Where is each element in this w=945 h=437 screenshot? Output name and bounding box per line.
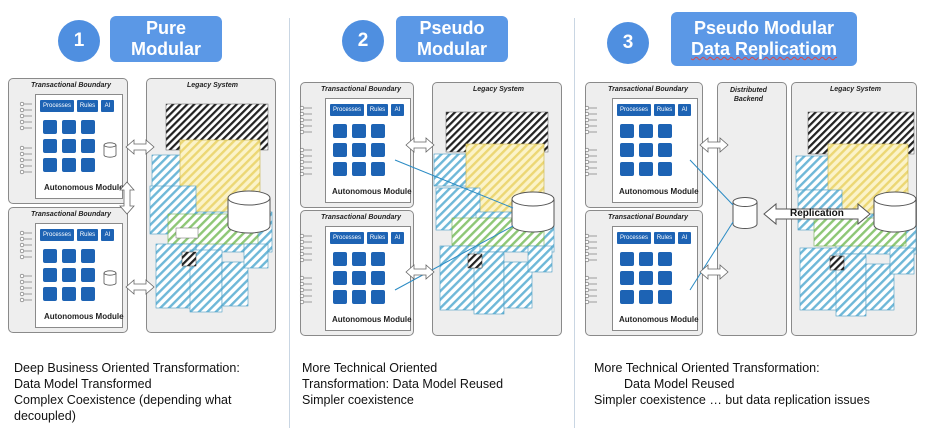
module-label: Autonomous Module xyxy=(619,187,699,196)
ai-chip: AI xyxy=(678,232,691,244)
module-label: Autonomous Module xyxy=(44,183,124,192)
module-component-grid xyxy=(43,120,95,172)
data-access-lines xyxy=(394,159,514,291)
module-component-grid xyxy=(43,249,95,301)
panel-caption: More Technical Oriented Transformation: … xyxy=(302,360,503,408)
ai-chip: AI xyxy=(391,232,404,244)
processes-chip: Processes xyxy=(617,104,651,116)
ai-chip: AI xyxy=(101,100,114,112)
processes-chip: Processes xyxy=(617,232,651,244)
legacy-label: Legacy System xyxy=(187,82,238,89)
title-line: Data Replicatiom xyxy=(690,39,838,59)
caption-line: Data Model Transformed xyxy=(14,377,152,391)
title-line: Pure xyxy=(145,18,187,38)
rules-chip: Rules xyxy=(77,229,98,241)
module-label: Autonomous Module xyxy=(332,187,412,196)
caption-line: Data Model Reused xyxy=(624,377,735,391)
ai-chip: AI xyxy=(678,104,691,116)
caption-line: Transformation: Data Model Reused xyxy=(302,377,504,391)
module-label: Autonomous Module xyxy=(332,315,412,324)
processes-chip: Processes xyxy=(330,232,364,244)
module-component-grid xyxy=(333,252,385,304)
ai-chip: AI xyxy=(391,104,404,116)
autonomous-module: Processes Rules AI Autonomous Module xyxy=(35,94,124,199)
panel-divider xyxy=(289,18,290,428)
double-arrow xyxy=(699,137,729,280)
data-access-lines xyxy=(689,159,734,291)
caption-line: Deep Business Oriented Transformation: xyxy=(14,361,240,375)
step-number-badge: 1 xyxy=(58,20,100,62)
boundary-label: Transactional Boundary xyxy=(321,86,402,93)
transactional-boundary: Transactional Boundary Processes Rules A… xyxy=(300,82,414,208)
caption-line: More Technical Oriented xyxy=(302,361,438,375)
boundary-label: Transactional Boundary xyxy=(31,82,112,89)
distributed-database-icon xyxy=(732,197,758,229)
legacy-database-icon xyxy=(873,191,917,233)
panel-title: Pure Modular xyxy=(110,16,222,62)
legacy-database-icon xyxy=(227,190,271,234)
title-line: Pseudo xyxy=(419,18,485,38)
replication-label: Replication xyxy=(790,208,844,219)
port-connectors xyxy=(299,105,313,305)
title-line: Modular xyxy=(417,39,487,59)
processes-chip: Processes xyxy=(40,229,74,241)
module-component-grid xyxy=(620,124,672,176)
module-database-icon xyxy=(103,270,117,286)
double-arrow xyxy=(405,137,435,280)
module-label: Autonomous Module xyxy=(619,315,699,324)
panel-title: Pseudo Modular xyxy=(396,16,508,62)
rules-chip: Rules xyxy=(367,104,388,116)
ai-chip: AI xyxy=(101,229,114,241)
panel-caption: Deep Business Oriented Transformation: D… xyxy=(14,360,240,424)
port-connectors xyxy=(584,105,598,305)
transactional-boundary: Transactional Boundary Processes Rules A… xyxy=(300,210,414,336)
boundary-label: Transactional Boundary xyxy=(608,86,689,93)
rules-chip: Rules xyxy=(77,100,98,112)
autonomous-module: Processes Rules AI Autonomous Module xyxy=(325,226,412,331)
transactional-boundary: Transactional Boundary Processes Rules A… xyxy=(8,207,128,333)
panel-caption: More Technical Oriented Transformation: … xyxy=(594,360,870,408)
processes-chip: Processes xyxy=(330,104,364,116)
label-line: Backend xyxy=(733,96,764,103)
rules-chip: Rules xyxy=(367,232,388,244)
rules-chip: Rules xyxy=(654,104,675,116)
title-line: Pseudo Modular xyxy=(693,18,834,38)
distributed-backend-label: Distributed Backend xyxy=(730,86,767,104)
module-database-icon xyxy=(103,142,117,158)
boundary-label: Transactional Boundary xyxy=(31,211,112,218)
double-arrow xyxy=(119,139,155,295)
port-connectors xyxy=(19,101,33,303)
legacy-database-icon xyxy=(511,191,555,233)
autonomous-module: Processes Rules AI Autonomous Module xyxy=(35,223,124,328)
autonomous-module: Processes Rules AI Autonomous Module xyxy=(612,226,699,331)
boundary-label: Transactional Boundary xyxy=(608,214,689,221)
caption-line: Simpler coexistence … but data replicati… xyxy=(594,393,870,407)
processes-chip: Processes xyxy=(40,100,74,112)
panel-title: Pseudo Modular Data Replicatiom xyxy=(671,12,857,66)
replication-arrow xyxy=(763,202,871,226)
boundary-label: Transactional Boundary xyxy=(321,214,402,221)
autonomous-module: Processes Rules AI Autonomous Module xyxy=(325,98,412,203)
module-component-grid xyxy=(620,252,672,304)
transactional-boundary: Transactional Boundary Processes Rules A… xyxy=(585,82,703,208)
module-component-grid xyxy=(333,124,385,176)
title-line: Modular xyxy=(131,39,201,59)
caption-line: decoupled) xyxy=(14,409,76,423)
rules-chip: Rules xyxy=(654,232,675,244)
panel-divider xyxy=(574,18,575,428)
caption-line: Simpler coexistence xyxy=(302,393,414,407)
module-label: Autonomous Module xyxy=(44,312,124,321)
caption-line: More Technical Oriented Transformation: xyxy=(594,361,820,375)
transactional-boundary: Transactional Boundary Processes Rules A… xyxy=(585,210,703,336)
autonomous-module: Processes Rules AI Autonomous Module xyxy=(612,98,699,203)
legacy-label: Legacy System xyxy=(473,86,524,93)
step-number-badge: 3 xyxy=(607,22,649,64)
step-number-badge: 2 xyxy=(342,20,384,62)
caption-line: Complex Coexistence (depending what xyxy=(14,393,232,407)
transactional-boundary: Transactional Boundary Processes Rules A… xyxy=(8,78,128,204)
label-line: Distributed xyxy=(730,87,767,94)
legacy-label: Legacy System xyxy=(830,86,881,93)
